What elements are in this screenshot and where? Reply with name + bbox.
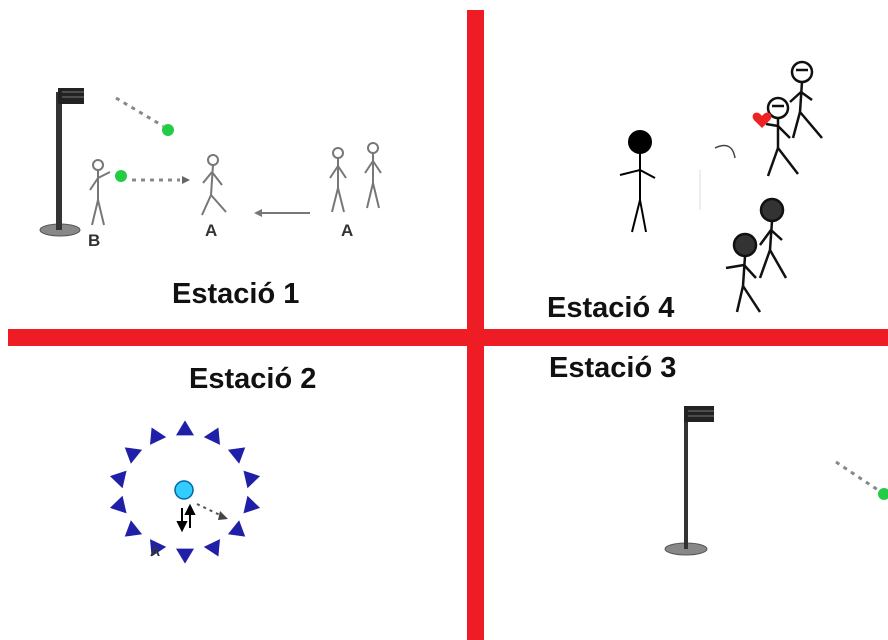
center-marker-icon: [174, 480, 194, 500]
station-3-drawing: [664, 406, 888, 556]
attacker-figure-icon: [725, 232, 762, 313]
cone-icon: [176, 548, 194, 564]
player-label: A: [150, 543, 160, 559]
vertical-divider: [467, 10, 484, 640]
heart-icon: [752, 112, 772, 128]
player-label: A: [205, 221, 217, 240]
stick-figure-icon: [364, 142, 382, 209]
running-figure-icon: [201, 154, 227, 216]
cone-icon: [203, 427, 221, 445]
cone-icon: [149, 427, 167, 445]
stick-figure-icon: [89, 159, 111, 226]
station-4-title: Estació 4: [547, 292, 675, 324]
station-1-drawing: B A A: [39, 88, 382, 250]
cone-icon: [124, 447, 143, 464]
cone-icon: [109, 495, 127, 514]
station-3-title: Estació 3: [549, 352, 677, 384]
cone-icon: [176, 420, 194, 436]
cone-icon: [227, 447, 246, 464]
up-down-arrow-icon: [176, 503, 196, 533]
attacker-figure-icon: [789, 60, 823, 139]
cone-icon: [149, 539, 167, 557]
cone-icon: [243, 470, 261, 489]
player-label: A: [341, 221, 353, 240]
ball-icon: [115, 170, 127, 182]
basket-pole-icon: [664, 406, 714, 556]
cone-icon: [203, 539, 221, 557]
throw-path-icon: [115, 96, 164, 128]
throw-path-icon: [835, 460, 879, 492]
ball-icon: [878, 488, 888, 500]
station-2-drawing: A: [109, 420, 261, 564]
basket-pole-icon: [39, 88, 84, 237]
ball-icon: [162, 124, 174, 136]
dotted-arrow-icon: [196, 503, 223, 517]
horizontal-divider: [8, 329, 888, 346]
cone-icon: [243, 495, 261, 514]
player-label: B: [88, 231, 100, 250]
curve-mark-icon: [714, 144, 736, 159]
cone-icon: [109, 470, 127, 489]
attacker-figure-icon: [765, 96, 799, 177]
cone-icon: [227, 520, 246, 537]
station-1-title: Estació 1: [172, 278, 300, 310]
stick-figure-icon: [329, 147, 347, 213]
cone-ring: [109, 420, 261, 564]
cone-icon: [124, 520, 143, 537]
defender-figure-icon: [619, 130, 656, 233]
station-2-title: Estació 2: [189, 363, 317, 395]
attacker-figure-icon: [758, 197, 788, 279]
station-4-drawing: [619, 60, 823, 313]
